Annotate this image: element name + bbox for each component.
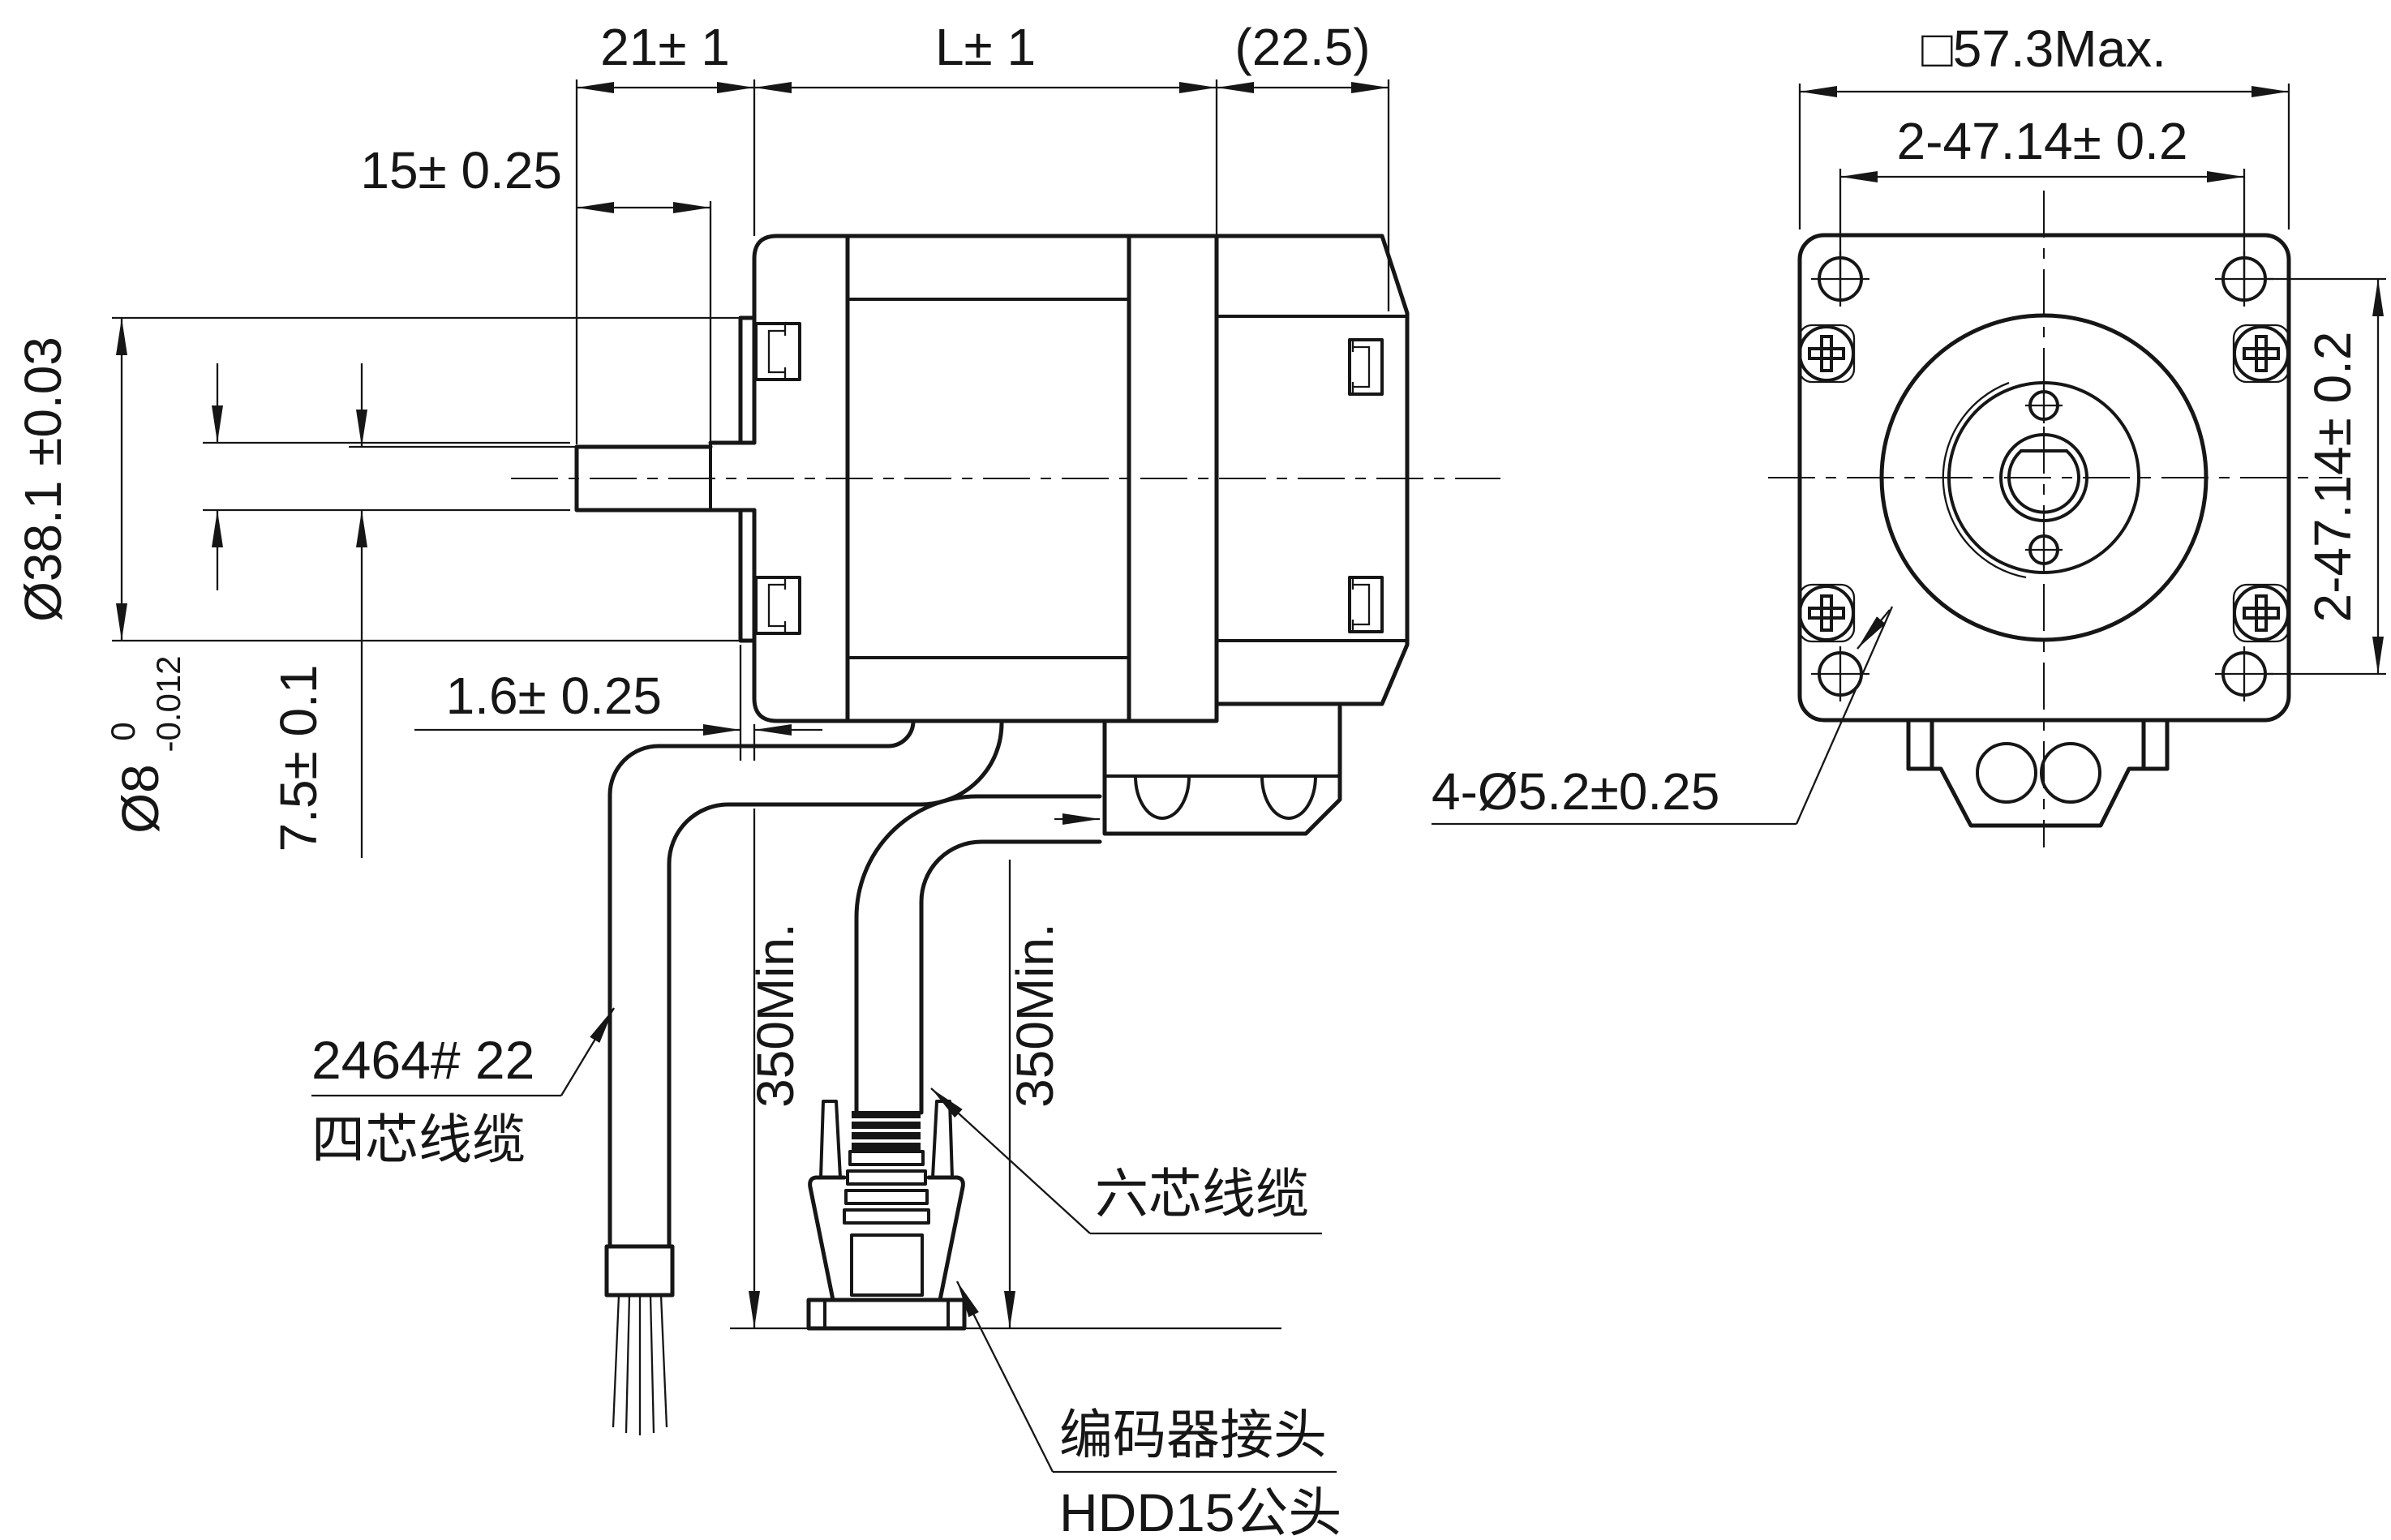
encoder-housing [1214,234,1410,706]
cable-4core-text: 四芯线缆 [311,1109,526,1169]
dimension-47-14-horizontal: 2-47.14± 0.2 [1839,112,2246,302]
dimension-1-6: 1.6± 0.25 [414,645,822,761]
dim-hole-pitch-horizontal: 2-47.14± 0.2 [1897,112,2188,170]
tab-hole-right [2040,742,2101,804]
screw-top-right [2232,324,2290,384]
pilot-boss [1879,313,2209,642]
flange-plate [1797,233,2291,723]
encoder-connector-text-2: HDD15公头 [1059,1482,1341,1540]
dim-body-length: L± 1 [935,18,1036,76]
connector-block [1102,705,1342,836]
dim-rear-length: (22.5) [1234,18,1370,76]
dim-shaft-extension: 21± 1 [600,18,730,76]
backshell [808,1175,965,1302]
dim-cable-min-length-2: 350Min. [1006,923,1064,1108]
tab-hole-left [1976,742,2037,804]
screw-top-left [1797,324,1856,384]
rear-mount-clip-bottom [1348,576,1384,633]
dimension-7-5: 7.5± 0.1 [269,363,709,858]
shaft-bore [1999,433,2088,522]
front-mount-clip-top [754,322,801,381]
dim-pilot-diameter: Ø38.1 ±0.03 [14,337,72,622]
shaft [574,440,757,513]
dimension-22-5: (22.5) [1217,18,1390,311]
dim-pilot-thickness: 1.6± 0.25 [446,667,662,725]
dim-hole-pitch-vertical: 2-47.14± 0.2 [2303,332,2362,623]
cable-spec-text: 2464# 22 [311,1030,534,1090]
dim-frame-size: □57.3Max. [1921,19,2166,78]
stripped-wires [612,1294,668,1435]
encoder-connector-text-1: 编码器接头 [1059,1405,1327,1465]
dim-shaft-tol-upper: 0 [104,722,142,740]
shaft-end [2007,449,2080,514]
dimension-4-holes: 4-Ø5.2±0.25 [1432,606,1894,826]
side-view: 21± 1 L± 1 (22.5) 15± 0.25 Ø38.1 ±0.03 [14,18,1500,1540]
screw-bottom-right [2232,583,2290,643]
strain-relief-ribs [843,1111,930,1225]
hub-screw-bottom [2025,532,2063,568]
cable-6core [854,794,1102,1115]
dimension-8: Ø8 0 -0.012 [104,363,570,834]
dim-mounting-holes: 4-Ø5.2±0.25 [1432,762,1719,821]
cable-4core [604,719,1004,1435]
dimension-350-2: 350Min. [730,860,1281,1330]
backshell-window [850,1233,924,1297]
mount-hole-bottom-left [1811,646,1869,701]
cable-sleeve [604,1244,675,1298]
d-flange [806,1298,967,1331]
dim-flat-height: 7.5± 0.1 [269,665,328,852]
dimension-38-1: Ø38.1 ±0.03 [14,316,740,642]
motor-body [752,234,1219,723]
dim-shaft-diameter: Ø8 [111,764,170,833]
cover-screws [1797,324,2290,643]
dimension-21: 21± 1 [575,18,756,444]
dimension-350-1: 350Min. [746,809,805,1328]
dimension-L: L± 1 [754,18,1218,236]
dimension-15: 15± 0.25 [360,141,712,445]
front-view: □57.3Max. 2-47.14± 0.2 2-47.14± 0.2 4-Ø5… [1432,19,2386,847]
connector-tab [1906,718,2170,828]
label-encoder-connector: 编码器接头 HDD15公头 [955,1280,1341,1540]
dim-flat-length: 15± 0.25 [360,141,562,199]
hub-screw-top [2025,388,2063,423]
dimension-47-14-vertical: 2-47.14± 0.2 [2264,277,2386,676]
label-cable-spec: 2464# 22 四芯线缆 [311,1007,615,1169]
cable-6core-text: 六芯线缆 [1095,1164,1309,1224]
rear-mount-clip-top [1348,338,1384,396]
thumbscrew-right [931,1100,954,1179]
dim-cable-min-length-1: 350Min. [746,923,805,1108]
hdd15-connector [806,1100,967,1331]
dim-shaft-tol-lower: -0.012 [149,655,187,752]
front-mount-clip-bottom [754,576,801,635]
thumbscrew-left [819,1100,842,1179]
label-cable-6core: 六芯线缆 [930,1087,1322,1235]
dimension-57-3: □57.3Max. [1798,19,2290,229]
pilot-plate [738,315,757,643]
screw-bottom-left [1797,583,1856,643]
